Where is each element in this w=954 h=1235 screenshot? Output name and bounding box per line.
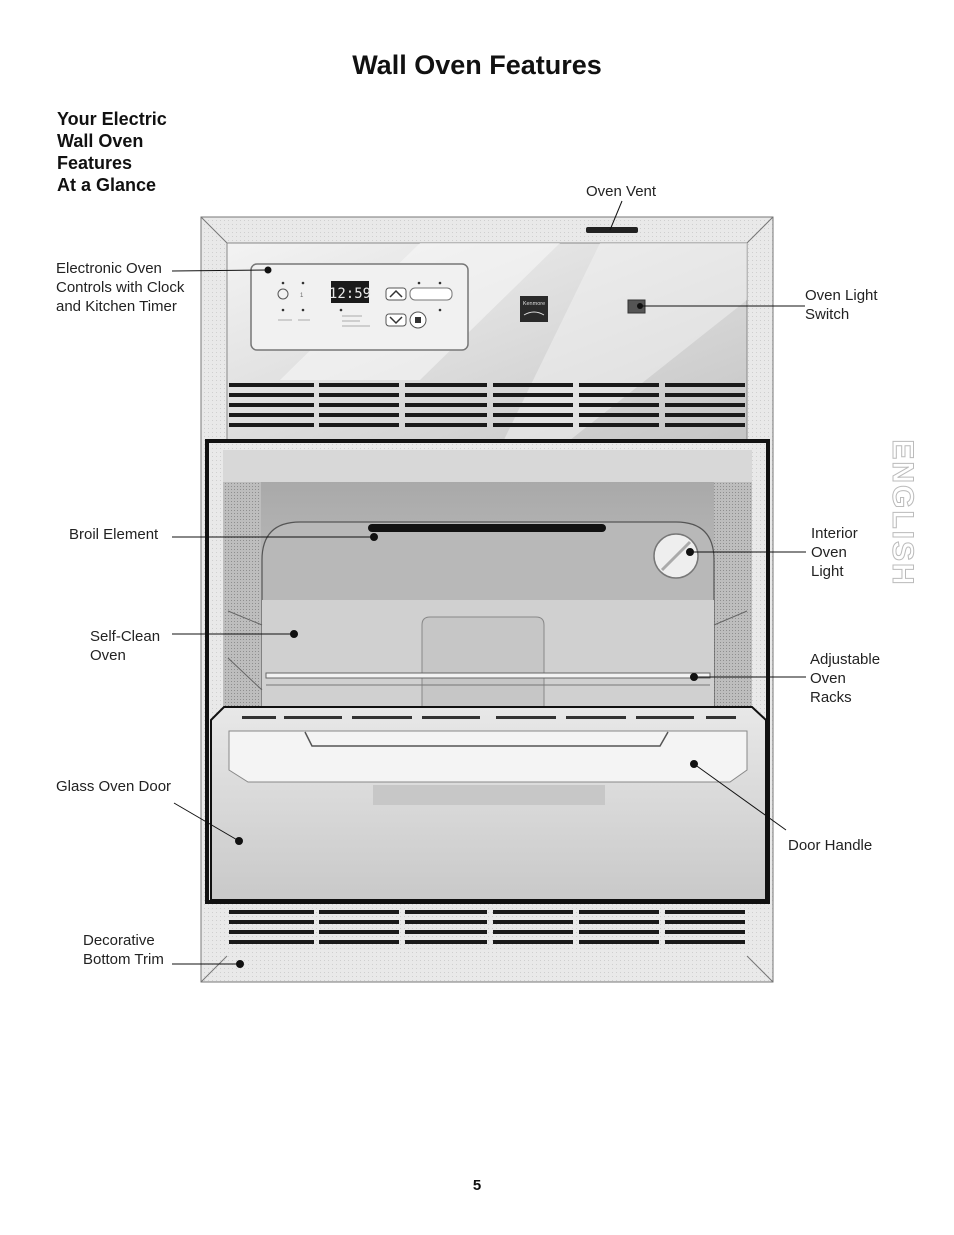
label-interior-oven-light: Interior Oven Light	[811, 524, 858, 581]
broil-element	[368, 524, 606, 532]
label-oven-light-switch: Oven Light Switch	[805, 286, 878, 324]
section-heading-line: At a Glance	[57, 175, 157, 195]
label-line: Oven	[811, 544, 847, 561]
language-side-tab-text: ENGLISH	[886, 438, 920, 587]
label-door-handle: Door Handle	[788, 837, 873, 854]
brand-badge-text: Kenmore	[523, 301, 545, 307]
svg-text:1: 1	[300, 293, 304, 299]
label-line: Racks	[810, 689, 852, 706]
label-line: Electronic Oven	[56, 260, 162, 277]
label-electronic-controls: Electronic Oven Controls with Clock and …	[56, 259, 184, 316]
label-line: Oven	[810, 670, 846, 687]
page-number: 5	[472, 1177, 482, 1194]
upper-vent-grille	[229, 383, 745, 427]
label-line: Oven	[90, 647, 126, 664]
oven-vent	[586, 227, 638, 233]
decorative-bottom-trim	[229, 910, 745, 944]
section-heading-line: Features	[57, 153, 133, 173]
label-line: and Kitchen Timer	[56, 298, 177, 315]
label-line: Switch	[805, 306, 850, 323]
label-line: Adjustable	[810, 651, 881, 668]
label-line: Bottom Trim	[83, 951, 164, 968]
label-adjustable-oven-racks: Adjustable Oven Racks	[810, 650, 880, 707]
label-line: Decorative	[83, 932, 155, 949]
label-line: Self-Clean	[90, 628, 161, 645]
label-glass-oven-door: Glass Oven Door	[56, 778, 172, 795]
page-title: Wall Oven Features	[352, 50, 602, 80]
label-line: Interior	[811, 525, 858, 542]
label-line: Controls with Clock	[56, 279, 185, 296]
callout-leaders	[171, 200, 806, 968]
language-side-tab: ENGLISH	[876, 438, 928, 586]
wall-oven-diagram: 12:59 1 Kenmore	[171, 200, 806, 983]
label-decorative-bottom-trim: Decorative Bottom Trim	[83, 931, 164, 969]
glass-oven-door	[210, 706, 767, 901]
label-line: Oven Light	[805, 287, 878, 304]
brand-badge: Kenmore	[520, 296, 548, 322]
label-broil-element: Broil Element	[69, 526, 159, 543]
label-self-clean-oven: Self-Clean Oven	[90, 627, 160, 665]
clock-display: 12:59	[329, 286, 371, 302]
section-heading-line: Your Electric	[57, 109, 167, 129]
label-oven-vent: Oven Vent	[586, 183, 657, 200]
interior-oven-light	[653, 533, 699, 579]
label-line: Light	[811, 563, 844, 580]
section-heading: Your Electric Wall Oven Features At a Gl…	[57, 108, 167, 196]
adjustable-oven-rack	[265, 672, 711, 686]
electronic-control-panel: 12:59 1	[250, 263, 469, 351]
section-heading-line: Wall Oven	[57, 131, 144, 151]
